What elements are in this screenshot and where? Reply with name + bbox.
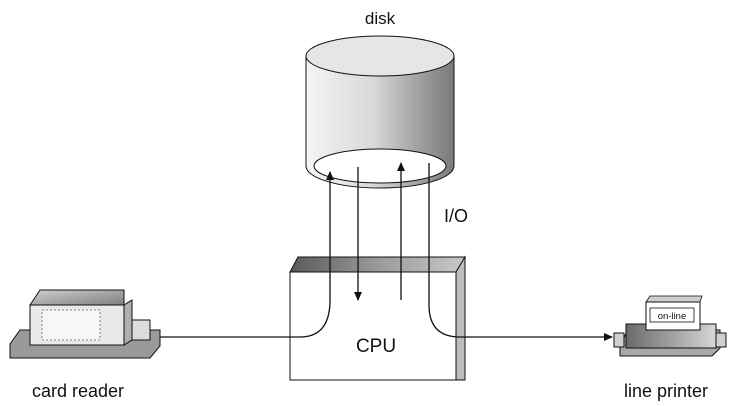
card-reader-icon <box>10 290 160 358</box>
line-printer-icon <box>614 296 726 356</box>
printer-sign: on-line <box>658 311 687 322</box>
disk-icon <box>306 36 454 188</box>
disk-label: disk <box>365 9 396 28</box>
io-label: I/O <box>444 206 468 226</box>
cpu-label: CPU <box>356 336 396 357</box>
line-printer-label: line printer <box>624 381 708 401</box>
card-reader-label: card reader <box>32 381 124 401</box>
cpu-box <box>290 257 465 380</box>
